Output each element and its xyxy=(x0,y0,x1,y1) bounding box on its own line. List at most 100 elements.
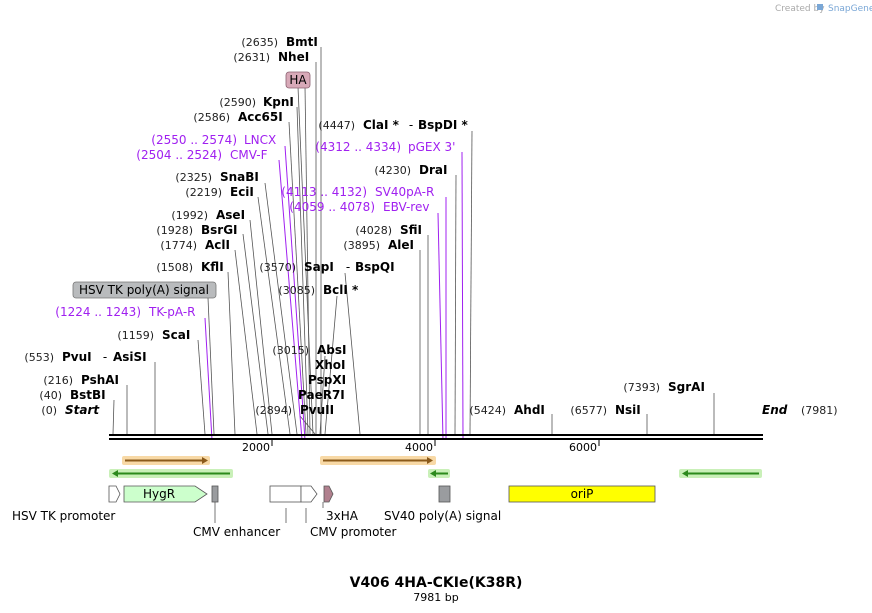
site-drai[interactable]: (4230)DraI xyxy=(374,163,447,177)
feature-hygr[interactable]: HygR xyxy=(123,485,208,503)
svg-text:(3895): (3895) xyxy=(343,239,380,252)
svg-text:(1508): (1508) xyxy=(156,261,193,274)
svg-text:LNCX: LNCX xyxy=(244,133,276,147)
site-start[interactable]: (0)Start xyxy=(41,403,100,417)
svg-text:SgrAI: SgrAI xyxy=(668,380,705,394)
svg-text:PvuII: PvuII xyxy=(300,403,334,417)
svg-text:(1159): (1159) xyxy=(117,329,154,342)
site-bcli[interactable]: (3085)BclI * xyxy=(278,283,359,297)
svg-text:(1992): (1992) xyxy=(171,209,208,222)
svg-text:SapI: SapI xyxy=(304,260,334,274)
site-bmti[interactable]: (2635) BmtI xyxy=(241,35,317,49)
site-snabi[interactable]: (2325) SnaBI xyxy=(175,170,258,184)
feature-hsv-tk-polya-box[interactable] xyxy=(211,485,219,503)
svg-text:(2325): (2325) xyxy=(175,171,212,184)
site-kpni[interactable]: (2590)KpnI xyxy=(219,95,293,109)
primer-labels: (2550 .. 2574)LNCX (2504 .. 2524)CMV-F (… xyxy=(55,133,455,319)
svg-text:(1928): (1928) xyxy=(156,224,193,237)
svg-text:(4113 .. 4132): (4113 .. 4132) xyxy=(281,185,367,199)
primer-connectors xyxy=(204,145,464,441)
site-paer7i[interactable]: PaeR7I xyxy=(298,388,345,402)
svg-text:(5424): (5424) xyxy=(469,404,506,417)
site-acc65i[interactable]: (2586)Acc65I xyxy=(193,110,282,124)
svg-text:pGEX 3': pGEX 3' xyxy=(408,140,455,154)
label-cmv-promoter: CMV promoter xyxy=(310,525,397,539)
svg-text:HygR: HygR xyxy=(143,487,175,501)
svg-text:(7393): (7393) xyxy=(623,381,660,394)
svg-text:(4028): (4028) xyxy=(355,224,392,237)
svg-text:Start: Start xyxy=(65,403,100,417)
svg-text:(4312 .. 4334): (4312 .. 4334) xyxy=(315,140,401,154)
site-asei[interactable]: (1992)AseI xyxy=(171,208,245,222)
ruler-tick-4000: 4000 xyxy=(405,441,433,454)
feature-sv40-polya[interactable] xyxy=(438,485,451,503)
orf-orange-1[interactable] xyxy=(122,456,210,465)
primer-ebv-rev[interactable]: (4059 .. 4078)EBV-rev xyxy=(289,200,429,214)
orf-green-3[interactable] xyxy=(679,469,762,478)
primer-tk-pa-r[interactable]: (1224 .. 1243) TK-pA-R xyxy=(55,305,195,319)
ruler-tick-2000: 2000 xyxy=(242,441,270,454)
svg-text:BmtI: BmtI xyxy=(286,35,318,49)
feature-3xha[interactable] xyxy=(323,485,334,503)
site-acli[interactable]: (1774)AclI xyxy=(160,238,230,252)
site-kfli[interactable]: (1508)KflI xyxy=(156,260,223,274)
site-nsii[interactable]: (6577)NsiI xyxy=(570,403,640,417)
primer-lncx[interactable]: (2550 .. 2574)LNCX xyxy=(151,133,276,147)
site-absi[interactable]: (3015)AbsI xyxy=(272,343,346,357)
site-alei[interactable]: (3895)AleI xyxy=(343,238,414,252)
svg-text:oriP: oriP xyxy=(571,487,594,501)
site-pshai[interactable]: (216)PshAI xyxy=(43,373,119,387)
snapgene-credit: Created by SnapGene xyxy=(775,4,872,14)
svg-text:-: - xyxy=(409,118,413,132)
site-pspxi[interactable]: PspXI xyxy=(308,373,346,387)
primer-sv40pa-r[interactable]: (4113 .. 4132)SV40pA-R xyxy=(281,185,434,199)
credit-brand: SnapGene xyxy=(828,4,872,14)
credit-prefix: Created by xyxy=(775,4,825,14)
site-sapi-bspqi[interactable]: (3570)SapI-BspQI xyxy=(259,260,394,274)
site-xhoi[interactable]: XhoI xyxy=(315,358,346,372)
site-nhei[interactable]: (2631)NheI xyxy=(233,50,309,64)
svg-text:(3570): (3570) xyxy=(259,261,296,274)
site-bsrgi[interactable]: (1928) BsrGI xyxy=(156,223,237,237)
site-pvui-asisi[interactable]: (553)PvuI-AsiSI xyxy=(24,350,146,364)
feature-cmv-promoter[interactable] xyxy=(300,485,318,503)
svg-text:(2219): (2219) xyxy=(185,186,222,199)
feature-tag-HA[interactable]: HA xyxy=(285,71,311,89)
svg-text:BsrGI: BsrGI xyxy=(201,223,238,237)
svg-text:(2635): (2635) xyxy=(241,36,278,49)
svg-text:DraI: DraI xyxy=(419,163,447,177)
site-sfii[interactable]: (4028) SfiI xyxy=(355,223,422,237)
site-scai[interactable]: (1159)ScaI xyxy=(117,328,190,342)
svg-text:SnaBI: SnaBI xyxy=(220,170,259,184)
feature-tag-hsv-tk-polya[interactable]: HSV TK poly(A) signal xyxy=(72,281,217,299)
site-ahdi[interactable]: (5424)AhdI xyxy=(469,403,544,417)
label-hsv-tk-promoter: HSV TK promoter xyxy=(12,509,115,523)
feature-hsv-tk-promoter[interactable] xyxy=(108,485,121,503)
orf-green-1[interactable] xyxy=(109,469,233,478)
plasmid-length: 7981 bp xyxy=(413,591,458,604)
svg-text:(216): (216) xyxy=(43,374,73,387)
svg-text:TK-pA-R: TK-pA-R xyxy=(148,305,196,319)
primer-cmv-f[interactable]: (2504 .. 2524)CMV-F xyxy=(136,148,267,162)
ruler xyxy=(271,439,600,446)
site-clai-bspdi[interactable]: (4447)ClaI *-BspDI * xyxy=(318,118,468,132)
svg-text:(1224 .. 1243): (1224 .. 1243) xyxy=(55,305,141,319)
svg-text:SfiI: SfiI xyxy=(400,223,422,237)
feature-cmv-enhancer[interactable] xyxy=(269,485,302,503)
orf-orange-2[interactable] xyxy=(320,456,436,465)
svg-text:-: - xyxy=(346,260,350,274)
svg-text:PspXI: PspXI xyxy=(308,373,346,387)
svg-text:HA: HA xyxy=(289,73,307,87)
site-ecii[interactable]: (2219)EciI xyxy=(185,185,253,199)
orf-green-2[interactable] xyxy=(428,469,450,478)
site-sgrai[interactable]: (7393) SgrAI xyxy=(623,380,704,394)
site-end[interactable]: End(7981) xyxy=(762,403,838,417)
site-pvuii[interactable]: (2894)PvuII xyxy=(255,403,334,417)
primer-pgex3[interactable]: (4312 .. 4334) pGEX 3' xyxy=(315,140,455,154)
feature-orip[interactable]: oriP xyxy=(508,485,656,503)
svg-text:EBV-rev: EBV-rev xyxy=(383,200,429,214)
svg-text:BspDI *: BspDI * xyxy=(418,118,468,132)
svg-text:(1774): (1774) xyxy=(160,239,197,252)
site-bstbi[interactable]: (40)BstBI xyxy=(39,388,105,402)
